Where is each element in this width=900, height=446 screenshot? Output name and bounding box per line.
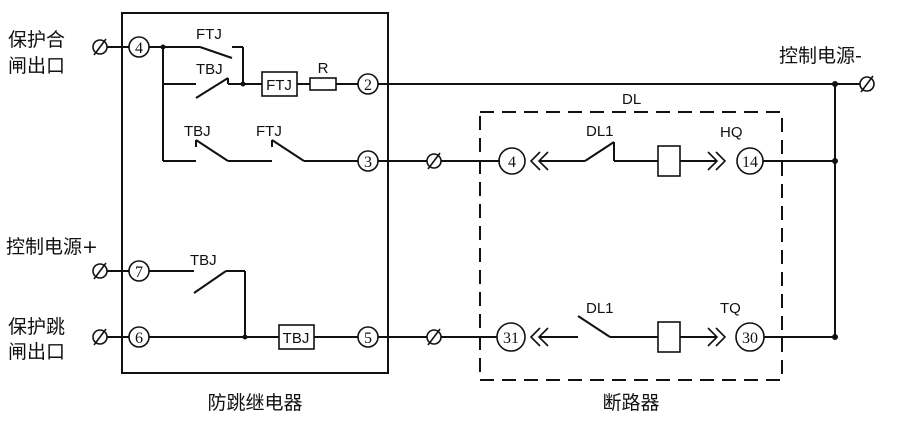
relay-terminal-5: 5 (357, 326, 379, 348)
ftj-mid-contact (271, 139, 305, 162)
tbj-top-label: TBJ (196, 61, 223, 78)
ftj-top-contact (199, 46, 233, 59)
svg-text:3: 3 (364, 154, 372, 171)
svg-text:4: 4 (508, 154, 516, 171)
tbj-mid-contact (195, 139, 229, 162)
tq-coil (657, 321, 681, 353)
trip-outlet-label: 保护跳 闸出口 (8, 316, 65, 363)
relay-terminal-2: 2 (357, 73, 379, 95)
svg-text:闸出口: 闸出口 (8, 341, 65, 363)
control-power-minus-label: 控制电源- (779, 45, 862, 67)
svg-text:闸出口: 闸出口 (8, 55, 65, 77)
plug-connector-right-bottom (707, 327, 719, 347)
tbj-low-label: TBJ (190, 252, 217, 269)
breaker-box-label: DL (622, 91, 641, 108)
svg-text:14: 14 (742, 154, 758, 171)
tq-label: TQ (720, 300, 741, 317)
resistor (309, 77, 337, 91)
ftj-mid-label: FTJ (256, 123, 282, 140)
anti-pump-relay-box (121, 12, 389, 374)
svg-text:5: 5 (364, 330, 372, 347)
svg-text:TBJ: TBJ (283, 330, 310, 347)
svg-text:保护跳: 保护跳 (8, 316, 65, 338)
terminal-power-plus (92, 262, 108, 280)
resistor-label: R (318, 60, 329, 77)
hq-coil (657, 145, 681, 177)
relay-terminal-6: 6 (128, 326, 150, 348)
terminal-power-minus (859, 75, 875, 93)
svg-text:30: 30 (742, 330, 758, 347)
breaker-terminal-4: 4 (498, 147, 526, 175)
plug-connector-left-bottom (529, 327, 541, 347)
relay-terminal-3: 3 (357, 150, 379, 172)
tbj-mid-label: TBJ (184, 123, 211, 140)
control-power-plus-label: 控制电源+ (6, 236, 98, 258)
terminal-mid-3 (426, 152, 442, 170)
breaker-caption: 断路器 (602, 392, 659, 414)
breaker-terminal-14: 14 (736, 147, 764, 175)
ftj-top-label: FTJ (196, 26, 222, 43)
dl1-close-label: DL1 (586, 123, 614, 140)
svg-text:2: 2 (364, 77, 372, 94)
svg-text:7: 7 (135, 264, 143, 281)
plug-connector-right-top (707, 151, 719, 171)
terminal-mid-5 (426, 328, 442, 346)
svg-text:6: 6 (135, 330, 143, 347)
relay-terminal-4: 4 (128, 36, 150, 58)
plug-connector-left-top (529, 151, 541, 171)
svg-text:保护合: 保护合 (8, 29, 65, 51)
dl1-trip-contact (577, 315, 611, 338)
breaker-terminal-31: 31 (496, 322, 526, 352)
close-outlet-label: 保护合 闸出口 (8, 29, 65, 77)
svg-text:FTJ: FTJ (266, 77, 292, 94)
breaker-terminal-30: 30 (735, 322, 765, 352)
relay-caption: 防跳继电器 (207, 392, 302, 414)
svg-text:31: 31 (503, 330, 519, 347)
hq-label: HQ (720, 124, 743, 141)
dl1-close-contact (584, 141, 615, 162)
relay-terminal-7: 7 (128, 260, 150, 282)
terminal-close-outlet (92, 38, 108, 56)
svg-text:4: 4 (135, 40, 143, 57)
terminal-trip-outlet (92, 328, 108, 346)
dl1-trip-label: DL1 (586, 300, 614, 317)
tbj-top-contact (195, 77, 229, 99)
tbj-low-contact (193, 270, 227, 294)
